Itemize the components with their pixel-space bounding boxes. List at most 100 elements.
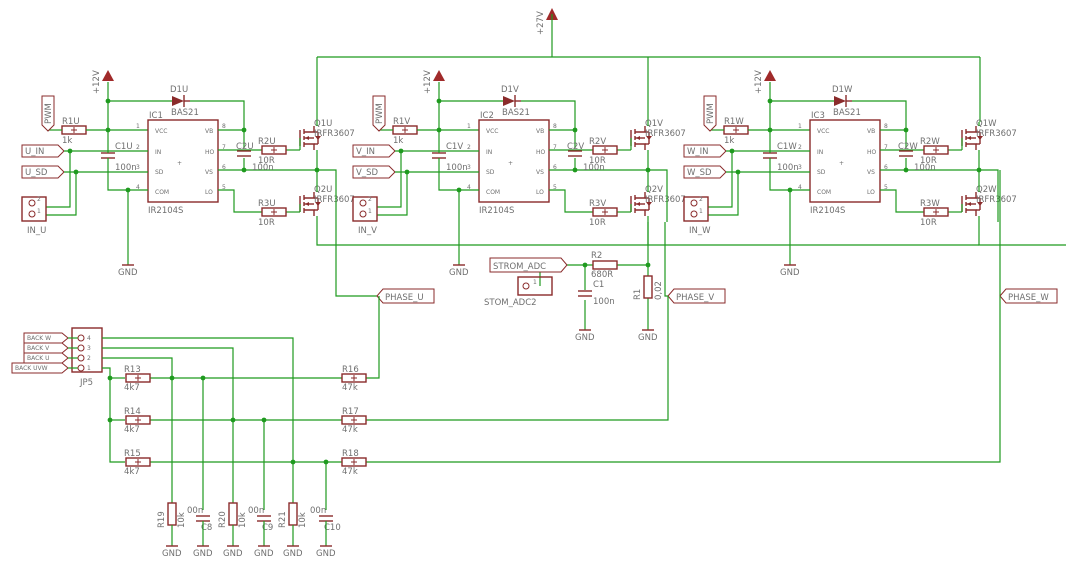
pin-in: IN (486, 149, 492, 156)
pin-num: 2 (136, 144, 140, 151)
pwm-flag-label: PWM (375, 103, 385, 124)
capacitor-c1u-label: C1U (115, 142, 133, 152)
pin-lo: LO (205, 189, 213, 196)
capacitor-c2v-label: C2V (567, 142, 584, 152)
pin-num: 4 (798, 184, 802, 191)
pin-vb: VB (536, 128, 544, 135)
pin-com: COM (486, 189, 500, 196)
gnd-label: GND (223, 549, 243, 559)
pin-num: 7 (222, 144, 226, 151)
gnd-sense-1: GND (575, 329, 595, 343)
pin-num: 4 (136, 184, 140, 191)
junction (314, 167, 320, 173)
pwm-flag: PWM (703, 95, 717, 132)
capacitor-c1w-label: C1W (777, 142, 797, 152)
flag-v_in-label: V_IN (356, 147, 375, 157)
mosfet-q1u-label: Q1U (314, 119, 332, 129)
jp5-pin: 1 (87, 365, 91, 372)
r2-label: R2 (591, 251, 602, 261)
junction (398, 148, 404, 154)
current-sense: STROM_ADC 1 STOM_ADC2 R2 680R C1 100n R1… (484, 222, 664, 343)
strom-adc-flag: STROM_ADC (489, 257, 568, 273)
pin-num: 2 (467, 144, 471, 151)
back-flag-label: BACK W (27, 335, 51, 342)
mosfet-q1v-label: Q1V (645, 119, 663, 129)
svg-text:PHASE_U: PHASE_U (385, 293, 424, 303)
junction (729, 148, 735, 154)
resistor-r14-label: R14 (124, 407, 141, 417)
resistor-r15-value: 4k7 (124, 467, 140, 477)
pin-ho: HO (536, 149, 546, 156)
pin-num: 4 (467, 184, 471, 191)
capacitor-c2u: C2U 100n (236, 142, 274, 173)
pin-num: 1 (798, 123, 802, 130)
capacitor-c1v-value: 100n (446, 163, 468, 173)
supply-27v-label: +27V (536, 11, 546, 35)
ic-type: IR2104S (148, 206, 183, 216)
resistor-r17-label: R17 (342, 407, 359, 417)
capacitor-c8-value: 00n (187, 506, 203, 516)
supply-12v-symbol: +12V (92, 70, 114, 94)
pwm-flag: PWM (372, 95, 386, 132)
pin-num: 8 (884, 123, 888, 130)
strom-adc-flag-label: STROM_ADC (493, 262, 546, 272)
phase-u-flag: PHASE_U (376, 288, 435, 304)
resistor-r1w-label: R1W (724, 117, 744, 127)
pin-num: 2 (368, 196, 372, 203)
capacitor-c2w-value: 100n (914, 163, 936, 173)
ic-type: IR2104S (479, 206, 514, 216)
capacitor-c2w-label: C2W (898, 142, 918, 152)
resistor-r3w-label: R3W (920, 199, 940, 209)
pin-num: 7 (553, 144, 557, 151)
resistor-r3u-label: R3U (258, 199, 276, 209)
pin-num: 8 (553, 123, 557, 130)
diode-label: D1V (501, 85, 519, 95)
diode-type: BAS21 (171, 108, 199, 118)
capacitor-c1v-label: C1V (446, 142, 463, 152)
resistor-r14-value: 4k7 (124, 425, 140, 435)
pin-vs: VS (536, 169, 544, 176)
pin-in: IN (155, 149, 161, 156)
gnd-symbol: GND (780, 264, 800, 278)
pin-lo: LO (867, 189, 875, 196)
pin-lo: LO (536, 189, 544, 196)
pin-num: 3 (467, 164, 471, 171)
pin-num: 5 (884, 184, 888, 191)
mosfet-q2w-label: Q2W (976, 185, 997, 195)
connector-label: IN_U (27, 226, 46, 236)
c1-label: C1 (593, 280, 604, 290)
pin-ho: HO (205, 149, 215, 156)
pin-sd: SD (486, 169, 495, 176)
capacitor-c2u-value: 100n (252, 163, 274, 173)
flag-u_in: U_IN (21, 144, 65, 158)
capacitor-c2u-label: C2U (236, 142, 254, 152)
back-flag-label: BACK UVW (15, 365, 48, 372)
resistor-r14: R14 4k7 (124, 407, 151, 435)
phase-flags: PHASE_U PHASE_V PHASE_W (335, 170, 1058, 463)
pin-in: IN (817, 149, 823, 156)
resistor-r1w-value: 1k (724, 136, 734, 146)
ic-label: IC2 (480, 111, 494, 121)
flag-w_in: W_IN (683, 144, 727, 158)
resistor-r15-label: R15 (124, 449, 141, 459)
mosfet-q2v-label: Q2V (645, 185, 663, 195)
